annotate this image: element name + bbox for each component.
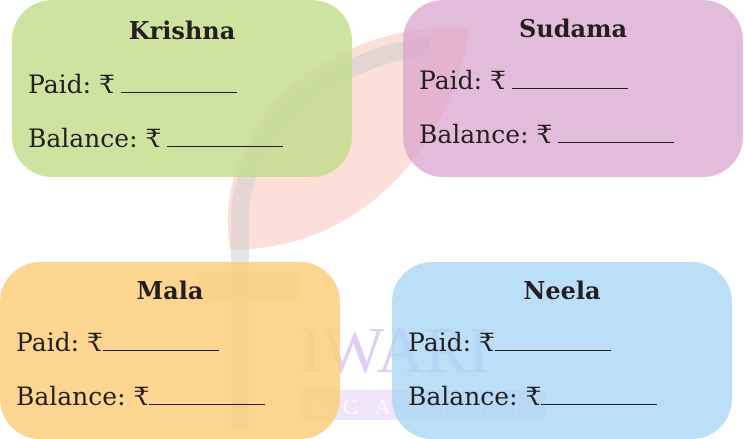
card-neela: Neela Paid: ₹ Balance: ₹	[392, 262, 732, 439]
card-mala: Mala Paid: ₹ Balance: ₹	[0, 262, 340, 439]
paid-row: Paid: ₹	[28, 70, 237, 99]
balance-row: Balance: ₹	[28, 124, 284, 153]
paid-label: Paid: ₹	[408, 328, 495, 357]
paid-label: Paid: ₹	[28, 70, 115, 99]
balance-blank	[149, 382, 266, 405]
paid-blank	[494, 328, 611, 351]
card-name: Neela	[523, 276, 601, 305]
paid-label: Paid: ₹	[419, 66, 506, 95]
balance-row: Balance: ₹	[408, 382, 658, 411]
paid-label: Paid: ₹	[16, 328, 103, 357]
card-krishna: Krishna Paid: ₹ Balance: ₹	[12, 0, 352, 177]
paid-blank	[511, 66, 628, 89]
balance-blank	[558, 120, 675, 143]
balance-label: Balance: ₹	[419, 120, 553, 149]
card-name: Krishna	[128, 16, 236, 45]
card-name: Sudama	[518, 14, 628, 43]
paid-row: Paid: ₹	[408, 328, 611, 357]
balance-row: Balance: ₹	[419, 120, 675, 149]
balance-label: Balance: ₹	[28, 124, 162, 153]
card-name: Mala	[136, 276, 204, 305]
balance-blank	[541, 382, 658, 405]
paid-row: Paid: ₹	[419, 66, 628, 95]
paid-blank	[120, 70, 237, 93]
balance-label: Balance: ₹	[16, 382, 150, 411]
balance-blank	[167, 124, 284, 147]
card-sudama: Sudama Paid: ₹ Balance: ₹	[403, 0, 743, 177]
balance-row: Balance: ₹	[16, 382, 266, 411]
paid-blank	[102, 328, 219, 351]
paid-row: Paid: ₹	[16, 328, 219, 357]
balance-label: Balance: ₹	[408, 382, 542, 411]
